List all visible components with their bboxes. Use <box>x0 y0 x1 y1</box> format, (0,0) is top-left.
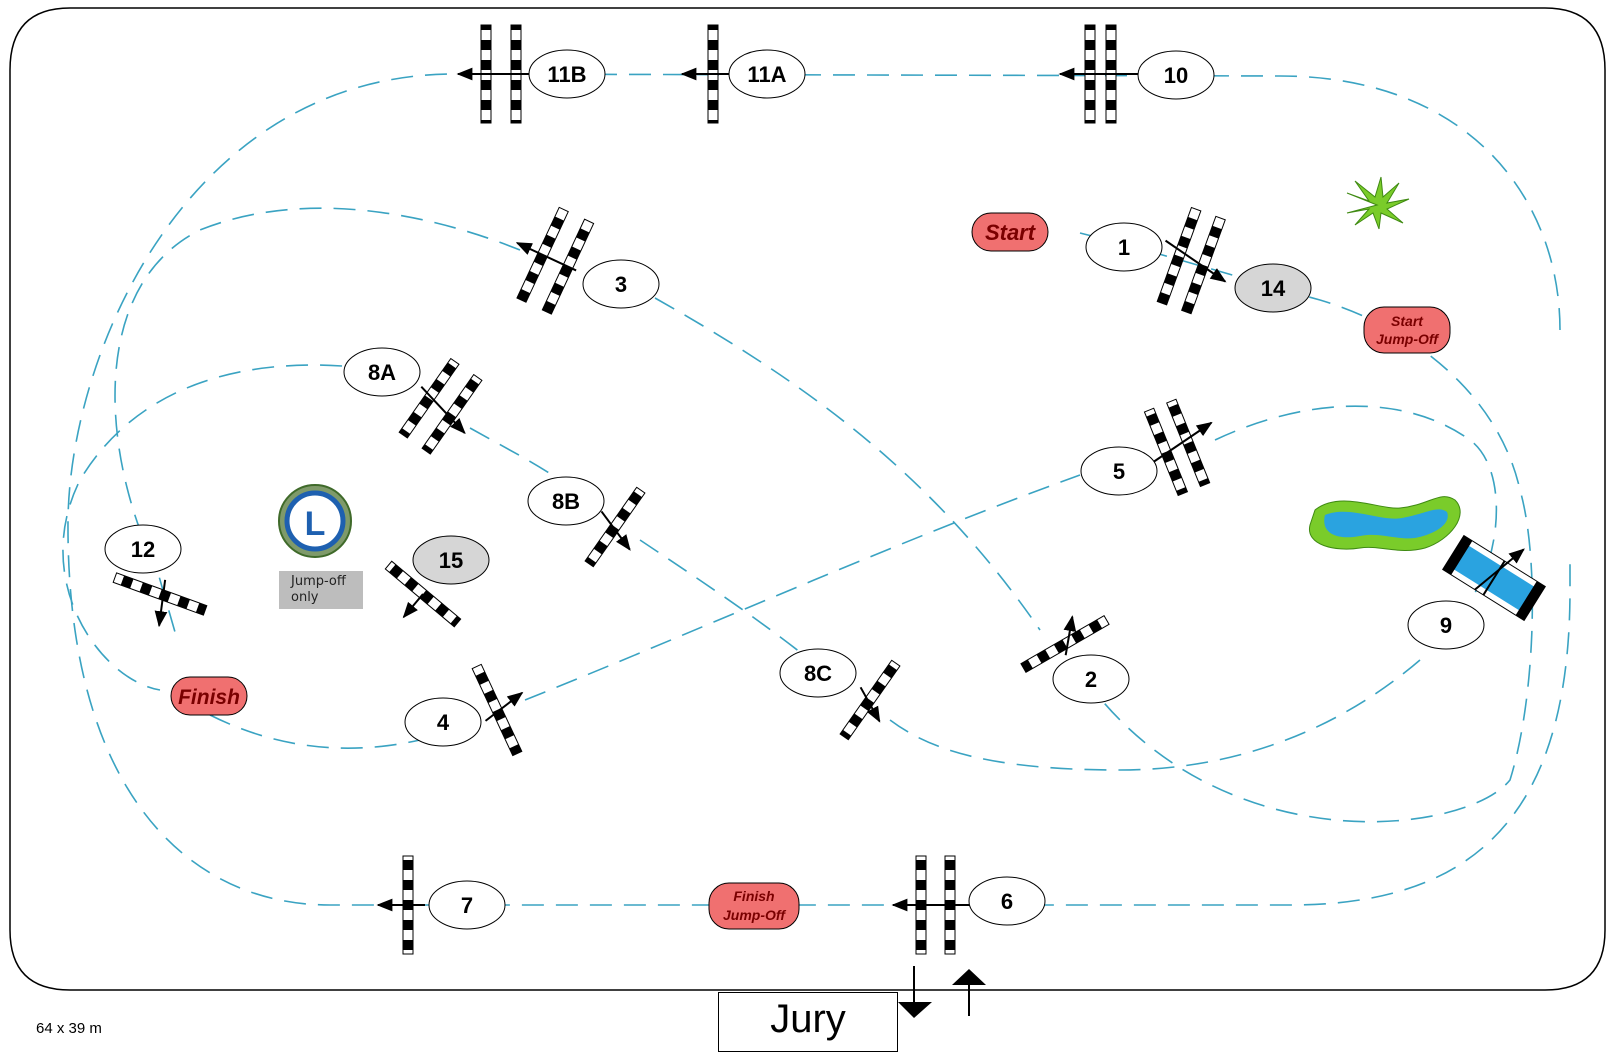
l-marker-letter: L <box>305 505 326 543</box>
svg-text:12: 12 <box>131 537 155 562</box>
plant-icon <box>1346 176 1410 230</box>
fence-8a <box>398 357 483 455</box>
svg-text:15: 15 <box>439 548 463 573</box>
fence-7 <box>376 855 425 955</box>
fence-9-water <box>1442 534 1546 622</box>
svg-text:Start: Start <box>1391 313 1424 329</box>
svg-text:11B: 11B <box>547 62 586 87</box>
start-badge: Start <box>971 212 1049 252</box>
label-14: 14 <box>1234 263 1312 313</box>
label-11a: 11A <box>728 49 806 99</box>
fence-6 <box>891 855 970 955</box>
label-10: 10 <box>1137 50 1215 100</box>
fence-4 <box>471 663 524 757</box>
fence-2 <box>1020 614 1110 674</box>
fence-15 <box>384 560 462 628</box>
finish-badge: Finish <box>170 676 248 716</box>
fence-11a <box>680 24 730 124</box>
fence-5 <box>1143 398 1213 497</box>
pond-icon <box>1309 496 1461 551</box>
label-5: 5 <box>1080 446 1158 496</box>
label-1: 1 <box>1085 222 1163 272</box>
label-8c: 8C <box>779 648 857 698</box>
label-9: 9 <box>1407 600 1485 650</box>
svg-text:4: 4 <box>437 710 450 735</box>
svg-text:8B: 8B <box>552 489 580 514</box>
fence-3 <box>515 206 595 315</box>
course-path <box>62 73 1571 906</box>
entrance-exit-arrows <box>898 966 986 1018</box>
svg-text:1: 1 <box>1118 235 1130 260</box>
svg-text:9: 9 <box>1440 613 1452 638</box>
label-8b: 8B <box>527 476 605 526</box>
label-3: 3 <box>582 259 660 309</box>
svg-text:11A: 11A <box>747 62 786 87</box>
fence-12 <box>112 572 208 628</box>
finish-jumpoff-badge: Finish Jump-Off <box>708 882 800 930</box>
obstacles <box>112 24 1546 955</box>
label-12: 12 <box>104 524 182 574</box>
svg-text:8A: 8A <box>368 360 396 385</box>
fence-10 <box>1058 24 1138 124</box>
svg-text:5: 5 <box>1113 459 1125 484</box>
label-8a: 8A <box>343 347 421 397</box>
arena-border <box>9 7 1606 991</box>
label-7: 7 <box>428 880 506 930</box>
svg-text:14: 14 <box>1261 276 1286 301</box>
jury-box: Jury <box>718 992 898 1052</box>
label-11b: 11B <box>528 49 606 99</box>
l-marker-icon: L <box>278 484 352 558</box>
fence-1-14 <box>1156 206 1227 315</box>
svg-text:Finish: Finish <box>178 686 240 709</box>
fence-8b <box>584 486 646 568</box>
label-4: 4 <box>404 697 482 747</box>
svg-text:8C: 8C <box>804 661 832 686</box>
start-jumpoff-badge: Start Jump-Off <box>1363 306 1451 354</box>
arena-size-label: 64 x 39 m <box>36 1020 102 1037</box>
svg-text:Start: Start <box>985 220 1037 245</box>
svg-text:7: 7 <box>461 893 473 918</box>
jumpoff-only-note: Jump-off only <box>279 571 363 609</box>
label-15: 15 <box>412 535 490 585</box>
fence-8c <box>839 659 901 741</box>
svg-text:Finish: Finish <box>733 888 774 904</box>
label-6: 6 <box>968 876 1046 926</box>
jury-label: Jury <box>770 997 846 1041</box>
svg-text:10: 10 <box>1164 63 1188 88</box>
svg-text:Jump-Off: Jump-Off <box>1376 331 1439 347</box>
svg-text:Jump-Off: Jump-Off <box>723 907 786 923</box>
fence-11b <box>456 24 530 124</box>
svg-text:2: 2 <box>1085 667 1097 692</box>
label-2: 2 <box>1052 654 1130 704</box>
svg-text:3: 3 <box>615 272 627 297</box>
svg-text:6: 6 <box>1001 889 1013 914</box>
obstacle-labels: 11B 11A 10 1 14 3 8A 5 <box>104 49 1485 930</box>
